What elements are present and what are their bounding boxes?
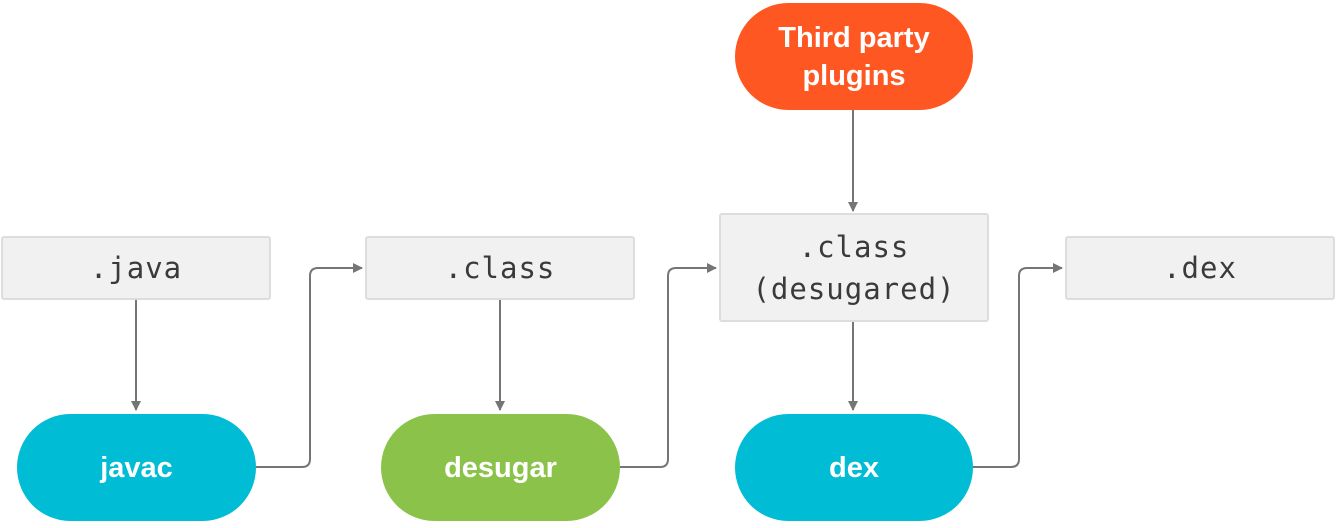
java-file-box: .java [1, 236, 271, 300]
desugar-tool-pill: desugar [381, 414, 620, 521]
arrow-dex-to-dexfile [973, 263, 1063, 468]
javac-tool-pill: javac [17, 414, 256, 521]
dex-file-box: .dex [1065, 236, 1335, 300]
dex-tool-pill: dex [735, 414, 973, 521]
arrow-javac-to-class [256, 263, 363, 468]
third-party-plugins-pill: Third party plugins [735, 3, 973, 110]
class-file-box: .class [365, 236, 635, 300]
arrow-desugar-to-desugared [620, 263, 717, 468]
desugared-class-file-box: .class (desugared) [719, 213, 989, 322]
